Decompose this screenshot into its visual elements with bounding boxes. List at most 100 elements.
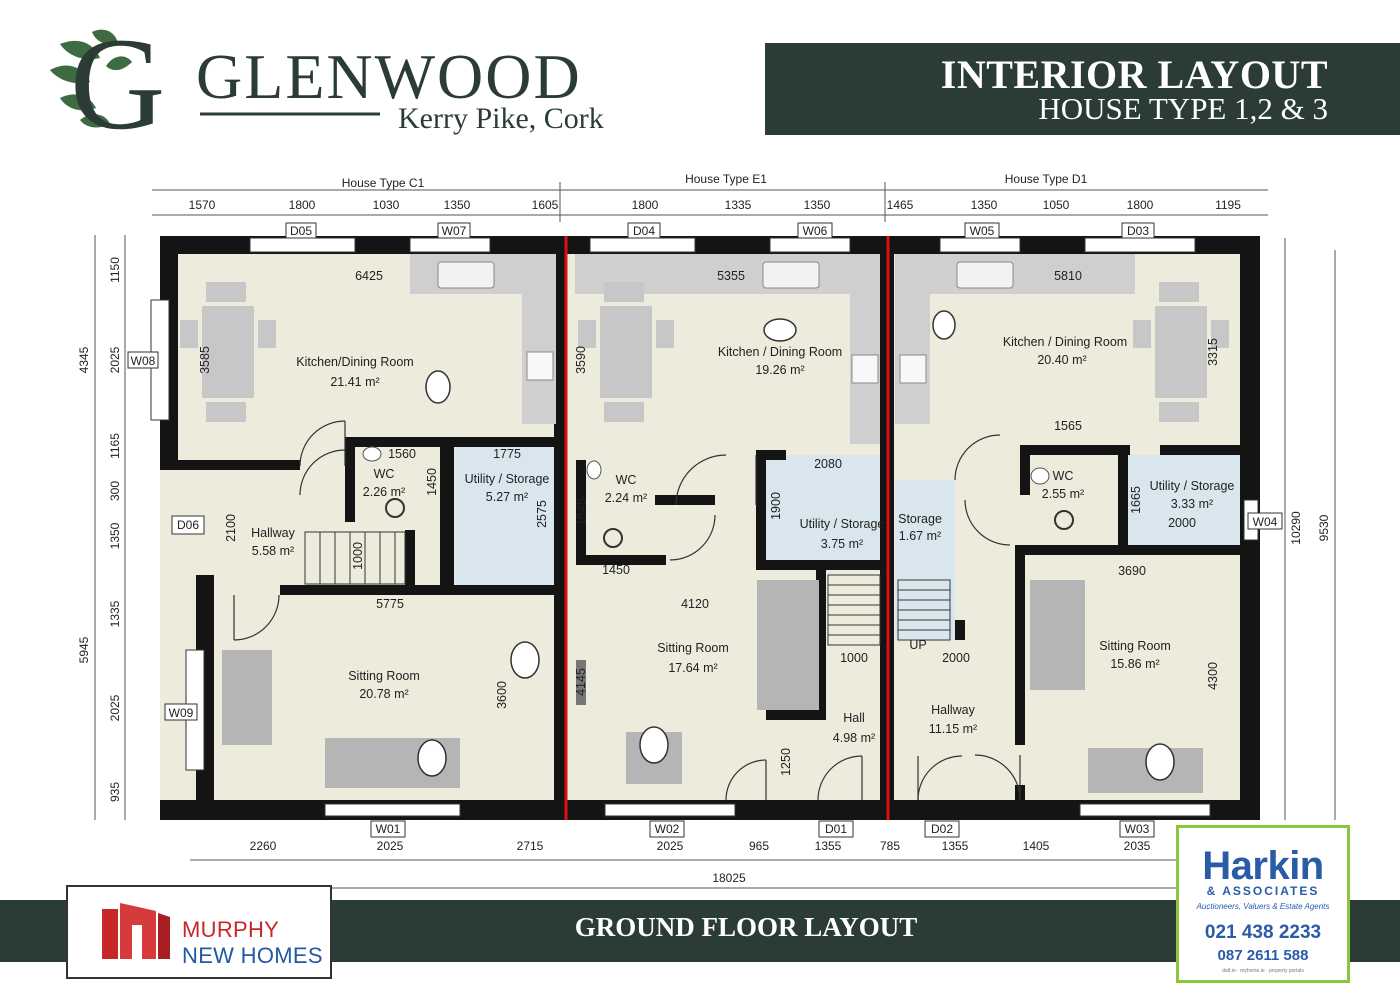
dim-text: 2025 xyxy=(108,346,122,373)
room-area-d1-kitchen: 20.40 m² xyxy=(1037,353,1086,367)
hob-icon xyxy=(526,351,927,384)
murphy-new-homes-logo: MURPHY NEW HOMES xyxy=(66,885,332,979)
dim-text: 1800 xyxy=(632,198,659,212)
tv-icon xyxy=(576,660,586,705)
dim-text: 1665 xyxy=(1129,486,1143,514)
dim-text: 3585 xyxy=(198,346,212,374)
harkin-phone-1[interactable]: 021 438 2233 xyxy=(1204,922,1322,943)
harkin-portals: daft.ie · myhome.ie · property portals xyxy=(1222,968,1304,974)
room-name-e1-wc: WC xyxy=(616,473,637,487)
dim-text: 9530 xyxy=(1317,514,1331,541)
stair-up-label: UP xyxy=(909,638,926,652)
tag-d06: D06 xyxy=(177,518,199,532)
dim-text: 1545 xyxy=(575,498,589,526)
brand-location: Kerry Pike, Cork xyxy=(398,102,604,135)
room-area-d1-utility: 3.33 m² xyxy=(1171,497,1213,511)
dim-text: 1350 xyxy=(971,198,998,212)
murphy-sub: NEW HOMES xyxy=(182,943,323,968)
dim-text: 4345 xyxy=(77,346,91,373)
dim-text: 1350 xyxy=(108,522,122,549)
dim-text: 1560 xyxy=(388,447,416,461)
tag-w04: W04 xyxy=(1253,515,1278,529)
room-name-d1-kitchen: Kitchen / Dining Room xyxy=(1003,335,1127,349)
harkin-logo: Harkin & ASSOCIATES Auctioneers, Valuers… xyxy=(1176,825,1350,983)
dim-text: 1335 xyxy=(108,600,122,627)
murphy-name: MURPHY xyxy=(182,917,280,942)
dim-text: 3600 xyxy=(495,681,509,709)
floor-plan: D05 W07 D04 W06 W05 D03 W08 D06 W09 W04 … xyxy=(77,172,1336,889)
harkin-tagline: Auctioneers, Valuers & Estate Agents xyxy=(1196,902,1330,911)
dim-text: 3690 xyxy=(1118,564,1146,578)
room-name-e1-hall: Hall xyxy=(843,711,865,725)
wheelchair-icon xyxy=(385,498,1074,548)
dim-text: 4145 xyxy=(574,668,588,696)
dim-text: 2100 xyxy=(224,514,238,542)
dim-text: 3590 xyxy=(574,346,588,374)
dim-text: 2575 xyxy=(535,500,549,528)
room-name-c1-hallway: Hallway xyxy=(251,526,296,540)
tag-w03: W03 xyxy=(1125,822,1150,836)
tag-d02: D02 xyxy=(931,822,953,836)
party-walls xyxy=(564,236,890,820)
room-name-d1-storage: Storage xyxy=(898,512,942,526)
room-name-c1-utility: Utility / Storage xyxy=(465,472,550,486)
house-e1-labels: 5355 3590 Kitchen / Dining Room 19.26 m²… xyxy=(574,269,884,776)
room-name-e1-sitting: Sitting Room xyxy=(657,641,729,655)
glenwood-logo: G GLENWOOD Kerry Pike, Cork xyxy=(20,10,640,157)
dim-text: 5945 xyxy=(77,636,91,663)
dim-text: 4300 xyxy=(1206,662,1220,690)
dim-text: 4120 xyxy=(681,597,709,611)
room-area-d1-wc: 2.55 m² xyxy=(1042,487,1084,501)
header-title-bar: INTERIOR LAYOUT HOUSE TYPE 1,2 & 3 xyxy=(765,43,1400,135)
dim-text: 1465 xyxy=(887,198,914,212)
dim-text: 2035 xyxy=(1124,839,1151,853)
harkin-name: Harkin xyxy=(1202,844,1324,888)
page-subtitle: HOUSE TYPE 1,2 & 3 xyxy=(1038,91,1328,126)
opening-tags xyxy=(127,222,1283,838)
dim-text: 5810 xyxy=(1054,269,1082,283)
dim-text: 1775 xyxy=(493,447,521,461)
dim-text: 785 xyxy=(880,839,900,853)
dim-text: 1350 xyxy=(444,198,471,212)
room-area-d1-hallway: 11.15 m² xyxy=(929,722,977,736)
dim-text: 1000 xyxy=(840,651,868,665)
dim-text: 2025 xyxy=(377,839,404,853)
room-name-c1-wc: WC xyxy=(374,467,395,481)
room-name-c1-sitting: Sitting Room xyxy=(348,669,420,683)
footer-title: GROUND FLOOR LAYOUT xyxy=(574,912,918,942)
room-area-e1-utility: 3.75 m² xyxy=(821,537,863,551)
room-name-d1-utility: Utility / Storage xyxy=(1150,479,1235,493)
door-swing xyxy=(233,420,1021,801)
floor-fill xyxy=(160,240,1240,820)
dim-text: 1800 xyxy=(289,198,316,212)
house-c1-labels: 6425 3585 Kitchen/Dining Room 21.41 m² 1… xyxy=(198,269,549,709)
dim-text: 2080 xyxy=(814,457,842,471)
total-width: 18025 xyxy=(712,871,746,885)
dim-text: 5775 xyxy=(376,597,404,611)
dim-text: 300 xyxy=(108,481,122,501)
room-area-e1-hall: 4.98 m² xyxy=(833,731,875,745)
dim-text: 1150 xyxy=(108,257,122,283)
room-area-d1-storage: 1.67 m² xyxy=(899,529,941,543)
tag-w05: W05 xyxy=(970,224,995,238)
dim-text: 1030 xyxy=(373,198,400,212)
room-area-c1-hallway: 5.58 m² xyxy=(252,544,294,558)
room-area-d1-sitting: 15.86 m² xyxy=(1110,657,1159,671)
tag-d04: D04 xyxy=(633,224,655,238)
room-name-e1-utility: Utility / Storage xyxy=(800,517,885,531)
room-area-c1-utility: 5.27 m² xyxy=(486,490,528,504)
house-type-e1: House Type E1 xyxy=(685,172,767,186)
harkin-phone-2[interactable]: 087 2611 588 xyxy=(1217,947,1309,964)
dim-text: 2260 xyxy=(250,839,277,853)
opening-labels: D05 W07 D04 W06 W05 D03 W08 D06 W09 W04 … xyxy=(131,224,1278,836)
dining-table-icon xyxy=(180,282,1229,422)
dim-text: 1165 xyxy=(108,433,122,459)
left-dimensions: 4345 5945 1150 2025 1165 300 1350 1335 2… xyxy=(77,257,122,802)
room-name-d1-hallway: Hallway xyxy=(931,703,976,717)
tag-w08: W08 xyxy=(131,354,156,368)
dim-text: 965 xyxy=(749,839,769,853)
room-area-c1-wc: 2.26 m² xyxy=(363,485,405,499)
top-dimensions: 1570 1800 1030 1350 1605 1800 1335 1350 … xyxy=(189,198,1242,212)
dim-text: 1900 xyxy=(769,492,783,520)
staircase xyxy=(304,531,951,646)
